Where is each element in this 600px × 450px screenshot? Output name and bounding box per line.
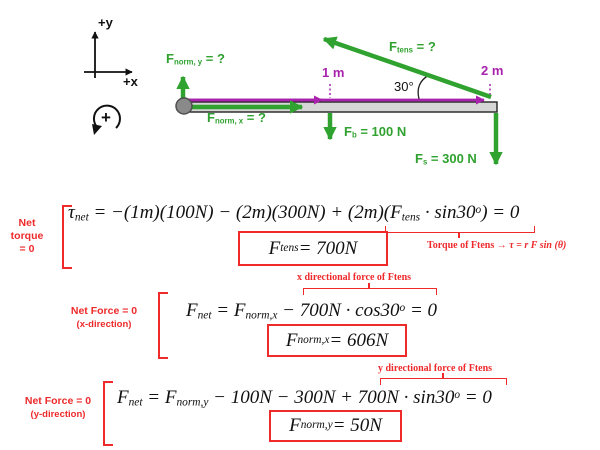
- force-x-annotation: x directional force of Ftens: [297, 272, 412, 283]
- torque-equation: τnet = −(1m)(100N) − (2m)(300N) + (2m)(F…: [68, 202, 520, 224]
- net-force-y-label: Net Force = 0 (y-direction): [24, 395, 92, 420]
- force-y-equation: Fnet = Fnorm,y − 100N − 300N + 700N · si…: [117, 387, 492, 409]
- net-force-x-label: Net Force = 0 (x-direction): [70, 305, 138, 330]
- force-x-overbrace-stem: [368, 283, 370, 288]
- fb-label: Fb = 100 N: [344, 124, 407, 140]
- positive-rotation-symbol: +: [101, 108, 111, 127]
- ftens-arrow: [322, 36, 492, 100]
- net-torque-label: Net torque = 0: [10, 217, 44, 255]
- force-y-overbrace-stem: [442, 373, 444, 378]
- free-body-diagram: [84, 31, 503, 166]
- distance-1m-label: 1 m: [322, 65, 345, 80]
- fnorm-y-label: Fnorm, y = ?: [166, 51, 225, 67]
- force-y-bracket: [103, 381, 113, 446]
- torque-underbrace: [385, 226, 535, 233]
- force-x-bracket: [158, 292, 168, 359]
- ftens-label: Ftens = ?: [389, 39, 436, 55]
- rotation-arrowhead-icon: [92, 124, 102, 135]
- fs-label: Fs = 300 N: [415, 151, 477, 167]
- rotation-direction-circle: [92, 104, 121, 129]
- force-x-equation: Fnet = Fnorm,x − 700N · cos30o = 0: [186, 300, 438, 322]
- force-x-overbrace: [303, 288, 437, 295]
- force-y-overbrace: [380, 378, 507, 385]
- pivot: [175, 97, 193, 115]
- torque-underbrace-stem: [458, 232, 460, 238]
- force-y-annotation: y directional force of Ftens: [378, 363, 493, 374]
- x-axis-label: +x: [123, 74, 138, 89]
- y-axis-label: +y: [98, 15, 113, 30]
- torque-bracket: [62, 205, 72, 269]
- angle-arc: [417, 74, 430, 100]
- angle-label: 30°: [394, 79, 414, 94]
- fnorm-x-label: Fnorm, x = ?: [207, 110, 266, 126]
- distance-2m-label: 2 m: [481, 63, 504, 78]
- torque-annotation: Torque of Ftens → τ = r F sin (θ): [427, 240, 567, 251]
